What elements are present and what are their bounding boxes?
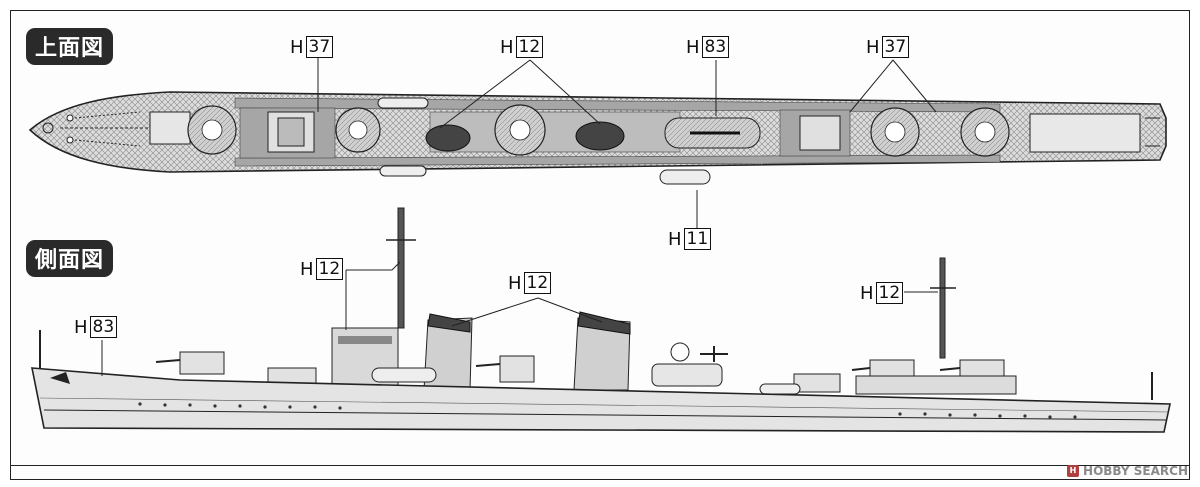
callout-letter: H [508, 272, 522, 294]
top-view-leader-lines [317, 58, 937, 228]
top-view-label: 上面図 [26, 28, 114, 65]
top-view-hull [28, 91, 1167, 185]
callout-h12-aft-mast: H 12 [860, 282, 904, 304]
callout-h83-top: H 83 [686, 36, 730, 58]
callout-letter: H [860, 282, 874, 304]
callout-h12-top: H 12 [500, 36, 544, 58]
callout-h37-right: H 37 [866, 36, 910, 58]
callout-part-number: 37 [305, 36, 334, 58]
callout-part-number: 12 [875, 282, 904, 304]
callout-h11: H 11 [668, 228, 712, 250]
callout-letter: H [500, 36, 514, 58]
callout-h12-mast: H 12 [300, 258, 344, 280]
hobby-search-logo-icon: H [1067, 465, 1080, 477]
callout-h83-side: H 83 [74, 316, 118, 338]
callout-part-number: 12 [315, 258, 344, 280]
callout-part-number: 37 [881, 36, 910, 58]
side-view-label: 側面図 [26, 240, 114, 277]
side-view-hull [31, 207, 1171, 433]
next-section-border [10, 465, 1190, 487]
watermark: H HOBBY SEARCH [1067, 464, 1188, 478]
callout-letter: H [686, 36, 700, 58]
callout-h37-left: H 37 [290, 36, 334, 58]
callout-part-number: 83 [89, 316, 118, 338]
callout-letter: H [866, 36, 880, 58]
callout-part-number: 11 [683, 228, 712, 250]
callout-letter: H [290, 36, 304, 58]
callout-letter: H [74, 316, 88, 338]
callout-part-number: 12 [515, 36, 544, 58]
callout-letter: H [300, 258, 314, 280]
callout-h12-funnels: H 12 [508, 272, 552, 294]
callout-part-number: 12 [523, 272, 552, 294]
callout-part-number: 83 [701, 36, 730, 58]
callout-letter: H [668, 228, 682, 250]
side-view-leader-lines [101, 261, 938, 376]
watermark-text: HOBBY SEARCH [1083, 464, 1188, 478]
